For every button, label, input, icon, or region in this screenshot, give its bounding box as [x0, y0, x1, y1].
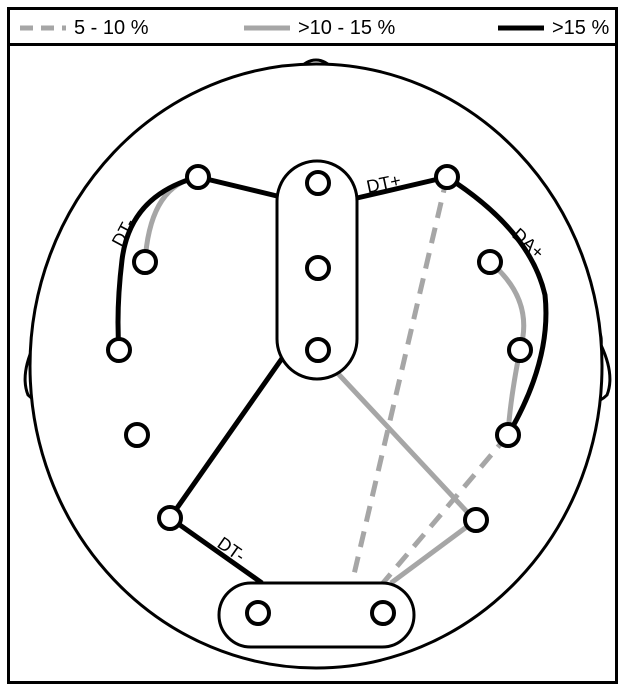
electrode — [497, 424, 519, 446]
electrode — [307, 339, 329, 361]
electrode — [465, 509, 487, 531]
electrode — [307, 257, 329, 279]
electrode — [307, 172, 329, 194]
electrode — [509, 339, 531, 361]
electrode — [479, 251, 501, 273]
electrode — [108, 339, 130, 361]
electrode — [436, 166, 458, 188]
electrode — [372, 602, 394, 624]
electrode — [134, 251, 156, 273]
electrode — [159, 507, 181, 529]
electrode — [247, 602, 269, 624]
electrode — [187, 166, 209, 188]
electrode — [126, 424, 148, 446]
